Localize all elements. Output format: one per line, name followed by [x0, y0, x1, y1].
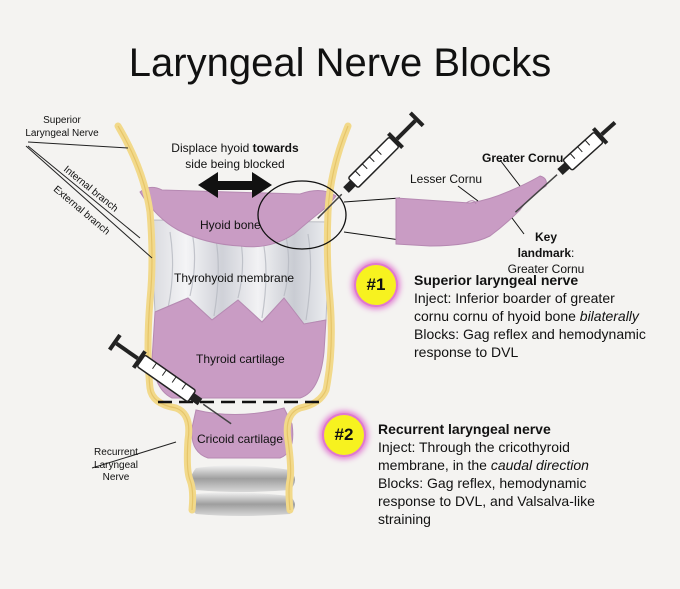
- thyroid-cartilage-label: Thyroid cartilage: [196, 352, 285, 366]
- page-title: Laryngeal Nerve Blocks: [128, 41, 552, 85]
- lesser-cornu-label: Lesser Cornu: [410, 172, 483, 186]
- block-1-heading: Superior laryngeal nerve: [414, 272, 579, 288]
- syringe-superior: [317, 111, 425, 219]
- tracheal-ring-2: [191, 492, 295, 516]
- thyrohyoid-membrane-label: Thyrohyoid membrane: [174, 271, 295, 285]
- block-2-heading: Recurrent laryngeal nerve: [378, 421, 551, 437]
- syringe-detail: [514, 120, 617, 213]
- block-2-description: Recurrent laryngeal nerve Inject: Throug…: [378, 421, 595, 527]
- hyoid-bone-shape: [139, 186, 337, 248]
- zoom-circle: [257, 180, 347, 250]
- hyoid-bone-label: Hyoid bone: [200, 218, 261, 232]
- syringe-recurrent: [108, 333, 232, 425]
- enlarged-hyoid-detail: [395, 175, 547, 247]
- cricoid-cartilage-label: Cricoid cartilage: [197, 432, 284, 446]
- displacement-arrow: [198, 172, 272, 198]
- block-1-description: Superior laryngeal nerve Inject: Inferio…: [414, 272, 646, 360]
- greater-cornu-label: Greater Cornu: [482, 151, 564, 165]
- block-2-badge: #2: [324, 415, 364, 455]
- block-1-badge: #1: [356, 265, 396, 305]
- tracheal-ring-1: [191, 465, 295, 492]
- key-landmark-label: Key landmark:Greater Cornu: [507, 230, 585, 276]
